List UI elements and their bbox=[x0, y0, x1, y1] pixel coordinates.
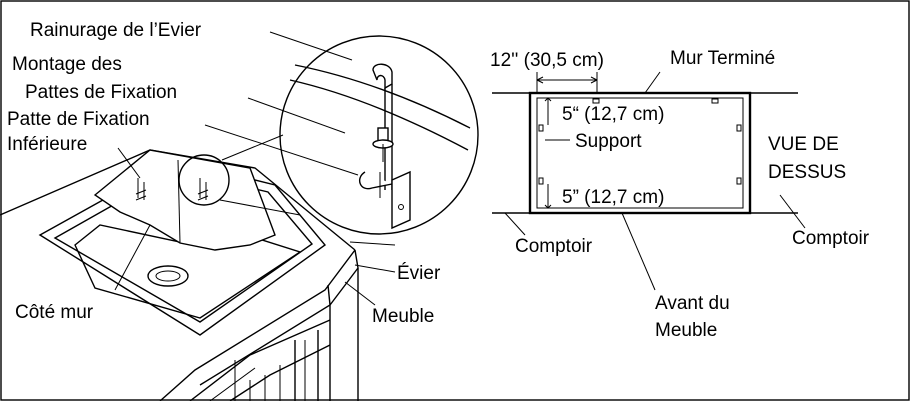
label-vue-line1: VUE DE bbox=[768, 134, 839, 155]
label-mur-termine: Mur Terminé bbox=[670, 48, 775, 69]
label-dimension-5in-top: 5“ (12,7 cm) bbox=[562, 104, 664, 125]
label-vue-line2: DESSUS bbox=[768, 162, 846, 183]
label-patte-line2: Inférieure bbox=[7, 134, 87, 155]
top-view-drawing bbox=[492, 71, 806, 291]
label-comptoir-left: Comptoir bbox=[515, 236, 593, 257]
label-patte-line1: Patte de Fixation bbox=[7, 109, 150, 130]
leader-lines-left bbox=[114, 31, 396, 306]
countertop-drawing bbox=[0, 149, 396, 401]
label-dimension-5in-bottom: 5” (12,7 cm) bbox=[562, 187, 664, 208]
label-evier: Évier bbox=[397, 263, 441, 284]
label-meuble: Meuble bbox=[372, 306, 434, 327]
label-dimension-12in: 12'' (30,5 cm) bbox=[490, 50, 604, 71]
label-montage-line2: Pattes de Fixation bbox=[25, 82, 177, 103]
label-montage-line1: Montage des bbox=[12, 54, 122, 75]
label-avant-line1: Avant du bbox=[655, 293, 730, 314]
label-comptoir-right: Comptoir bbox=[792, 228, 870, 249]
label-support: Support bbox=[575, 131, 642, 152]
magnified-detail bbox=[219, 35, 479, 235]
label-avant-line2: Meuble bbox=[655, 320, 717, 341]
label-rainurage: Rainurage de l’Evier bbox=[30, 20, 202, 41]
label-cote-mur: Côté mur bbox=[15, 302, 94, 323]
